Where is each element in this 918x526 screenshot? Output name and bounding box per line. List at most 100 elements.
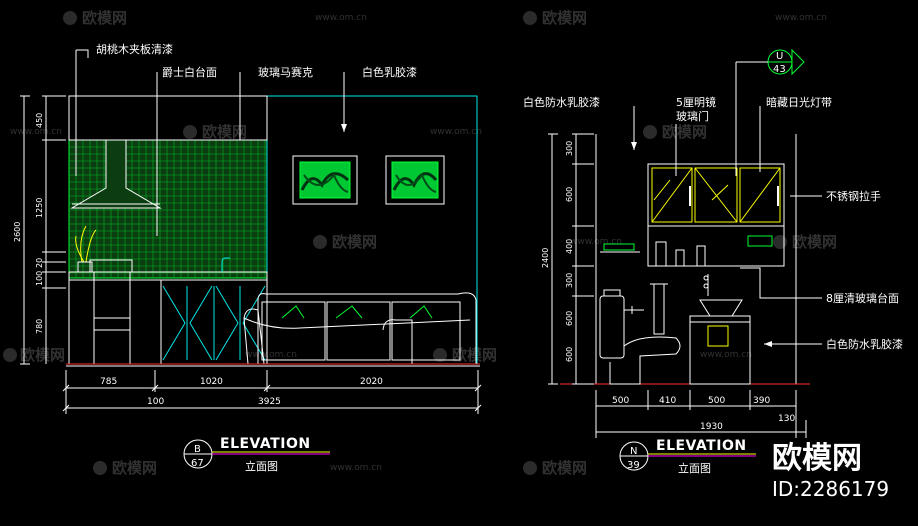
right-elevation-title: ELEVATION (656, 438, 747, 454)
dim-h-1930: 1930 (700, 422, 723, 432)
watermark-url: www.om.cn (330, 463, 382, 473)
dim-h-500-a: 500 (612, 396, 629, 406)
left-callout-leaders (75, 49, 347, 236)
right-bubble-letter: N (630, 446, 637, 457)
watermark-url: www.om.cn (775, 13, 827, 23)
svg-text:欧模网: 欧模网 (82, 9, 127, 27)
bar-stool (89, 259, 133, 364)
dim-h-390: 390 (753, 396, 770, 406)
dim-v-2400: 2400 (541, 248, 550, 268)
dim-v-2600: 2600 (13, 222, 22, 242)
wall-shelf (600, 225, 785, 267)
picture-frame-right (385, 155, 445, 205)
watermark-2: 欧模网 www.om.cn (523, 9, 827, 27)
right-elevation-subtitle: 立面图 (678, 461, 711, 475)
brand-corner: 欧模网 ID:2286179 (772, 441, 889, 501)
callout-waterproof-paint-top: 白色防水乳胶漆 (523, 95, 600, 109)
svg-text:欧模网: 欧模网 (202, 123, 247, 141)
svg-text:欧模网: 欧模网 (542, 9, 587, 27)
callout-mirror-glass-door-line2: 玻璃门 (676, 109, 709, 123)
watermark-url: www.om.cn (245, 350, 297, 360)
bar-counter (68, 279, 162, 365)
dim-h-410: 410 (659, 396, 676, 406)
right-elevation: U 43 白色防水乳胶漆 5厘明镜 玻璃门 暗藏日光灯带 不锈钢拉手 8厘清玻璃… (523, 48, 903, 475)
svg-text:欧模网: 欧模网 (452, 346, 497, 364)
svg-text:欧模网: 欧模网 (332, 233, 377, 251)
right-callout-leaders (631, 106, 822, 347)
dim-h-1020: 1020 (200, 377, 223, 387)
left-horizontal-dimensions (62, 370, 482, 414)
callout-jazz-white-countertop: 爵士白台面 (162, 65, 217, 79)
section-marker-number: 43 (773, 64, 786, 75)
brand-logo-text: 欧模网 (772, 441, 862, 476)
towel (650, 283, 668, 335)
dim-v-300-mid: 300 (565, 273, 574, 288)
left-bubble-letter: B (194, 444, 201, 455)
range-hood (70, 139, 162, 209)
svg-text:欧模网: 欧模网 (542, 459, 587, 477)
dim-v-100: 100 (35, 271, 44, 286)
svg-text:欧模网: 欧模网 (792, 233, 837, 251)
dim-v-600-mid: 600 (565, 311, 574, 326)
toilet (599, 289, 681, 385)
right-title-block (619, 441, 756, 471)
svg-text:欧模网: 欧模网 (20, 346, 65, 364)
svg-text:欧模网: 欧模网 (662, 123, 707, 141)
callout-mirror-glass-door-line1: 5厘明镜 (676, 95, 716, 109)
watermark-url: www.om.cn (315, 13, 367, 23)
callout-white-latex-paint: 白色乳胶漆 (362, 65, 417, 79)
watermark-url: www.om.cn (10, 127, 62, 137)
left-elevation-subtitle: 立面图 (245, 459, 278, 473)
right-bubble-number: 39 (627, 460, 640, 471)
dim-h-500-b: 500 (708, 396, 725, 406)
sofa (243, 292, 477, 365)
dim-h-3925: 3925 (258, 397, 281, 407)
callout-glass-mosaic: 玻璃马赛克 (258, 65, 313, 79)
glass-mosaic-wall (68, 139, 268, 279)
callout-stainless-handle: 不锈钢拉手 (826, 189, 881, 203)
watermark-8: 欧模网 www.om.cn (433, 346, 752, 364)
watermark-url: www.om.cn (430, 127, 482, 137)
dim-v-1250: 1250 (35, 198, 44, 218)
left-bubble-number: 67 (191, 458, 204, 469)
walnut-panel (68, 95, 268, 141)
dim-h-2020: 2020 (360, 377, 383, 387)
dim-v-400: 400 (565, 239, 574, 254)
left-elevation: 胡桃木夹板清漆 爵士白台面 玻璃马赛克 白色乳胶漆 450 1250 20 10… (13, 42, 482, 473)
callout-hidden-led-strip: 暗藏日光灯带 (766, 95, 832, 109)
dim-v-600-mirror: 600 (565, 187, 574, 202)
left-elevation-title: ELEVATION (220, 436, 311, 452)
watermark-4: 欧模网 www.om.cn (10, 123, 707, 141)
section-marker (735, 48, 805, 176)
dim-v-450: 450 (35, 113, 44, 128)
brand-id: ID:2286179 (772, 477, 889, 501)
right-horizontal-dimensions (595, 390, 807, 438)
mirror-cabinet (647, 163, 785, 227)
right-vertical-dimensions (548, 133, 594, 385)
watermark-7: 欧模网 www.om.cn (3, 346, 297, 364)
section-marker-letter: U (776, 51, 783, 62)
vanity (689, 274, 751, 385)
svg-text:欧模网: 欧模网 (112, 459, 157, 477)
dim-h-130: 130 (778, 414, 795, 424)
dim-v-780: 780 (35, 319, 44, 334)
picture-frame-left (292, 155, 358, 205)
dim-v-600-bottom: 600 (565, 347, 574, 362)
callout-clear-glass-counter: 8厘清玻璃台面 (826, 291, 899, 305)
faucet (221, 257, 230, 272)
plant-decor (75, 225, 97, 273)
dim-h-785: 785 (100, 377, 117, 387)
left-vertical-dimensions (20, 95, 66, 365)
watermark-1: 欧模网 www.om.cn (63, 9, 367, 27)
dim-v-300-top: 300 (565, 141, 574, 156)
callout-walnut-panel: 胡桃木夹板清漆 (96, 42, 173, 56)
callout-waterproof-paint-bottom: 白色防水乳胶漆 (826, 337, 903, 351)
left-title-block (183, 439, 330, 469)
watermark-3: 欧模网 www.om.cn (183, 123, 482, 141)
watermark-9: 欧模网 www.om.cn (93, 459, 382, 477)
watermark-url: www.om.cn (700, 350, 752, 360)
watermark-10: 欧模网 (523, 459, 587, 477)
dim-v-20: 20 (35, 258, 44, 268)
